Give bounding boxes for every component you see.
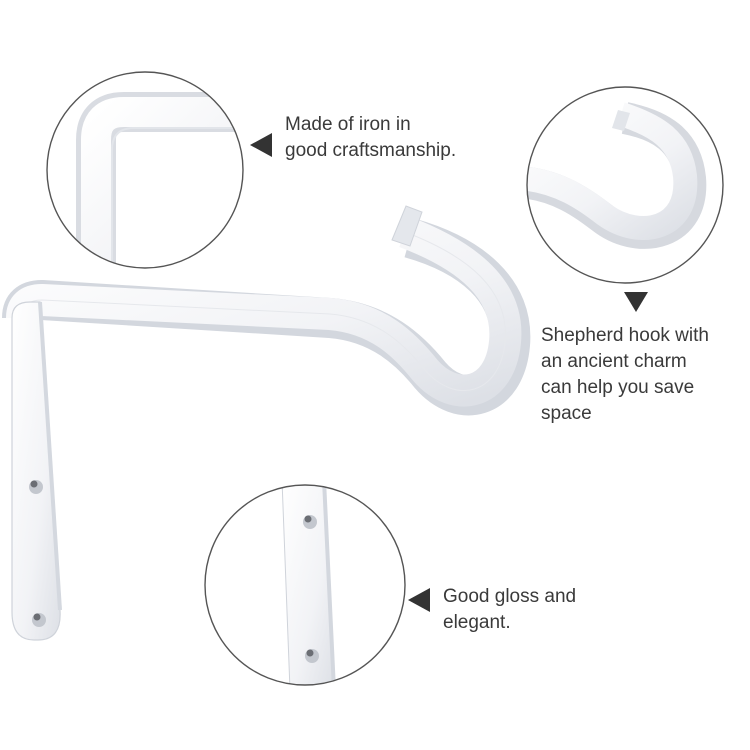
callout-line: Good gloss and (443, 586, 577, 607)
screw-hole-icon (32, 613, 46, 627)
arrow-left-pointer-icon (250, 133, 272, 157)
callout-line: an ancient charm (541, 351, 687, 372)
callout-line: space (541, 403, 592, 424)
wall-plate-edge (38, 301, 62, 611)
callout-iron-craftsmanship: Made of iron in good craftsmanship. (285, 112, 456, 164)
arrow-left-pointer-icon (408, 588, 430, 612)
callout-line: Shepherd hook with (541, 325, 709, 346)
detail-circle-corner (46, 71, 244, 269)
screw-hole-icon (29, 480, 43, 494)
arrow-down-pointer-icon (624, 292, 648, 312)
hook-tip (391, 205, 423, 247)
callout-line: Made of iron in (285, 114, 411, 135)
detail-circle-plate (204, 484, 406, 686)
hook-bracket-image (2, 205, 531, 641)
bracket-arm-outline (21, 231, 506, 392)
wall-plate (11, 301, 61, 641)
callout-line: elegant. (443, 612, 511, 633)
callout-shepherd-hook: Shepherd hook with an ancient charm can … (541, 323, 709, 427)
callout-line: good craftsmanship. (285, 140, 457, 161)
callout-good-gloss: Good gloss and elegant. (443, 584, 576, 636)
callout-line: can help you save (541, 377, 695, 398)
detail-circle-hook (526, 86, 724, 284)
